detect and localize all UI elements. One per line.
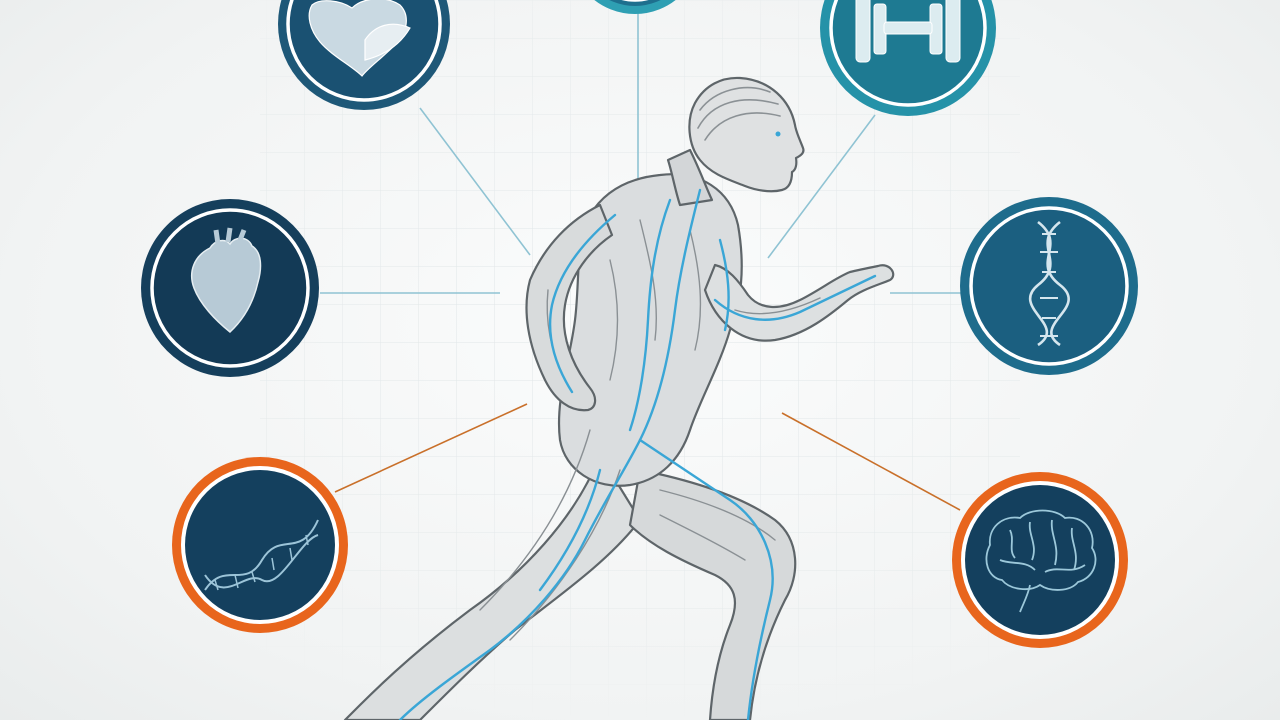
hair-lines (697, 86, 781, 141)
node-bottom-right (952, 472, 1128, 648)
back-arm (525, 203, 614, 412)
brain-icon (985, 509, 1097, 613)
node-top-center (594, 0, 676, 14)
muscle-contours (479, 219, 821, 641)
front-leg (628, 468, 797, 720)
node-bottom-left (172, 457, 348, 633)
head (688, 76, 805, 193)
node-right (960, 197, 1138, 375)
node-left (141, 199, 319, 377)
heart-anatomy-icon (308, 0, 411, 77)
eye (775, 131, 781, 137)
node-top-left (278, 0, 450, 110)
blood-vessels (398, 188, 877, 720)
front-arm (703, 263, 895, 342)
dumbbell-icon (855, 0, 961, 63)
connector-bottom-left (334, 403, 528, 493)
dna-icon (1029, 220, 1070, 347)
heart-icon (190, 227, 262, 333)
dna-strand-icon (204, 519, 319, 591)
node-top-right (820, 0, 996, 116)
neck (666, 148, 714, 207)
back-leg (343, 453, 642, 720)
connector-bottom-right (781, 412, 961, 511)
connector-lines (320, 12, 962, 511)
connector-top-right (767, 114, 876, 259)
running-human-anatomy-icon (343, 76, 895, 720)
connector-top-left (419, 107, 531, 256)
